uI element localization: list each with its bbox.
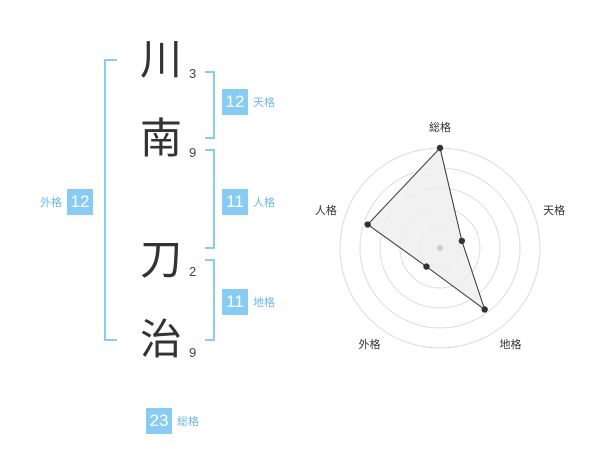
radar-area [366, 146, 486, 311]
stroke-count-3: 2 [189, 264, 197, 279]
name-char-4: 治 [139, 315, 182, 364]
radar-point-1 [436, 144, 444, 152]
radar-point-3 [481, 306, 488, 313]
tenkaku-value: 12 [222, 89, 248, 115]
radar-points [364, 144, 488, 313]
radar-center-dot [437, 245, 443, 251]
radar-point-5 [364, 221, 371, 228]
radar-axis-label-1: 総格 [429, 120, 451, 134]
bracket-gaikaku [104, 59, 117, 341]
chikaku-badge: 11 地格 [222, 289, 275, 315]
name-char-1: 川 [139, 35, 182, 84]
tenkaku-label: 天格 [253, 96, 275, 109]
jinkaku-label: 人格 [253, 196, 275, 209]
name-char-2: 南 [139, 114, 182, 163]
stroke-count-2: 9 [189, 145, 197, 160]
jinkaku-value: 11 [222, 189, 248, 215]
radar-axis-label-5: 人格 [315, 203, 337, 217]
soukaku-label: 総格 [177, 415, 199, 428]
gaikaku-value: 12 [67, 189, 93, 215]
bracket-jinkaku [205, 149, 215, 249]
bracket-chikaku [205, 259, 215, 341]
radar-axis-label-2: 天格 [543, 203, 565, 217]
soukaku-value: 23 [146, 408, 172, 434]
stroke-count-4: 9 [189, 345, 197, 360]
stroke-count-1: 3 [189, 66, 197, 81]
radar-axis-label-4: 外格 [358, 337, 380, 351]
gaikaku-badge: 12 外格 [40, 189, 93, 215]
radar-point-4 [423, 263, 430, 270]
name-char-3: 刀 [139, 235, 182, 284]
radar-point-2 [458, 237, 466, 245]
tenkaku-badge: 12 天格 [222, 89, 275, 115]
soukaku-badge: 23 総格 [146, 408, 199, 434]
gaikaku-label: 外格 [40, 196, 62, 209]
chikaku-label: 地格 [253, 296, 275, 309]
chikaku-value: 11 [222, 289, 248, 315]
jinkaku-badge: 11 人格 [222, 189, 275, 215]
bracket-tenkaku [205, 71, 215, 139]
radar-axis-label-3: 地格 [500, 337, 522, 351]
